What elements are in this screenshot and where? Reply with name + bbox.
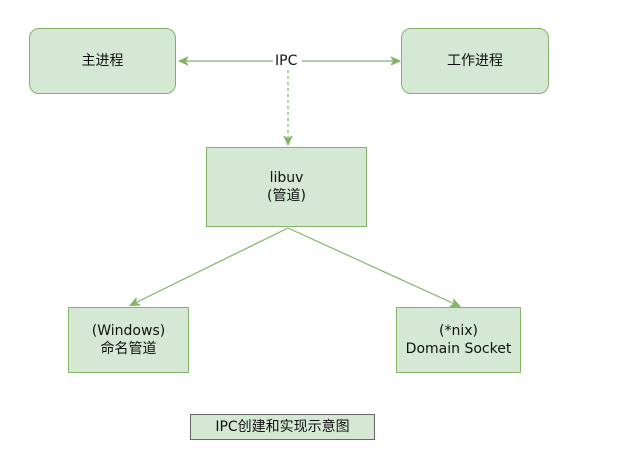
worker-process-label: 工作进程	[447, 53, 503, 69]
ipc-edge-label: IPC	[273, 52, 300, 70]
libuv-node: libuv (管道)	[206, 147, 367, 227]
windows-os-label: (Windows)	[91, 323, 166, 339]
diagram-caption: IPC创建和实现示意图	[190, 414, 375, 440]
domain-socket-label: Domain Socket	[405, 341, 512, 357]
named-pipe-label: 命名管道	[100, 341, 157, 357]
libuv-to-nix-edge	[287, 227, 459, 306]
libuv-pipe-label: (管道)	[267, 188, 306, 204]
worker-process-node: 工作进程	[401, 28, 549, 94]
main-process-label: 主进程	[81, 53, 124, 69]
nix-domain-socket-node: (*nix) Domain Socket	[396, 307, 521, 373]
caption-text: IPC创建和实现示意图	[215, 419, 350, 435]
nix-os-label: (*nix)	[439, 323, 478, 339]
main-process-node: 主进程	[29, 28, 176, 94]
windows-named-pipe-node: (Windows) 命名管道	[68, 307, 189, 373]
libuv-to-windows-edge	[131, 227, 289, 305]
libuv-label: libuv	[269, 170, 304, 186]
